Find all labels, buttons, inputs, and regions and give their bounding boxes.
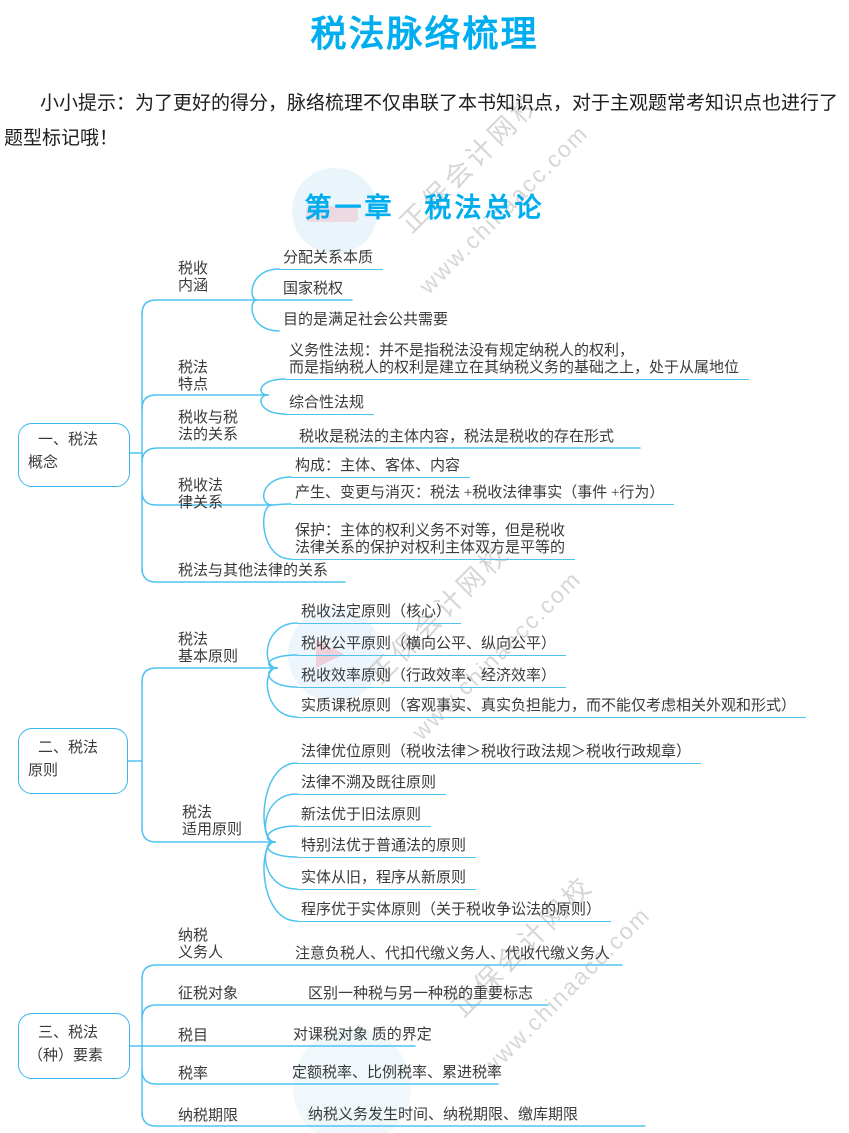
- branch-label: 税法: [178, 360, 209, 376]
- leaf-item: 税收公平原则（横向公平、纵向公平）: [297, 636, 567, 656]
- leaf-item: 义务性法规：并不是指税法没有规定纳税人的权利， 而是指纳税人的权利是建立在其纳税…: [285, 343, 750, 380]
- leaf-item: 保护：主体的权利义务不对等，但是税收 法律关系的保护对权利主体双方是平等的: [291, 523, 576, 560]
- leaf-line: 保护：主体的权利义务不对等，但是税收: [295, 523, 566, 539]
- leaf-item: 分配关系本质: [279, 250, 384, 270]
- branch-label: 税法: [182, 805, 213, 821]
- branch-label: 特点: [178, 377, 209, 393]
- node-label: 一、税法: [38, 432, 99, 448]
- leaf-item: 对课税对象 质的界定: [293, 1027, 432, 1043]
- leaf-item: 实质课税原则（客观事实、真实负担能力，而不能仅考虑相关外观和形式）: [297, 698, 807, 718]
- leaf-line: 义务性法规：并不是指税法没有规定纳税人的权利，: [289, 343, 635, 359]
- branch-label: 适用原则: [182, 822, 243, 838]
- node-label: 概念: [28, 455, 59, 471]
- leaf-item: 法律不溯及既往原则: [297, 775, 447, 795]
- leaf-item: 区别一种税与另一种税的重要标志: [308, 986, 534, 1002]
- watermark-logo-circle: [292, 168, 378, 254]
- node-tax-law-principles: [18, 728, 128, 794]
- leaf-item: 程序优于实体原则（关于税收争讼法的原则）: [297, 902, 612, 922]
- leaf-item: 实体从旧，程序从新原则: [297, 870, 477, 890]
- leaf-item: 税收是税法的主体内容，税法是税收的存在形式: [299, 429, 615, 445]
- leaf-item: 构成：主体、客体、内容: [291, 458, 471, 478]
- chapter-title: 第一章 税法总论: [304, 193, 545, 223]
- node-label: 原则: [28, 763, 59, 779]
- leaf-item: 综合性法规: [285, 395, 375, 415]
- leaf-item: 法律优位原则（税收法律＞税收行政法规＞税收行政规章）: [297, 744, 702, 764]
- watermark-logo-arrow: [316, 640, 344, 668]
- branch-label: 律关系: [178, 495, 224, 511]
- page-title: 税法脉络梳理: [310, 13, 539, 54]
- branch-label: 法的关系: [178, 427, 239, 443]
- leaf-item: 定额税率、比例税率、累进税率: [292, 1065, 503, 1081]
- branch-label: 税率: [178, 1066, 209, 1082]
- leaf-line: 法律关系的保护对权利主体双方是平等的: [295, 540, 566, 556]
- node-tax-law-concept: [18, 423, 130, 487]
- leaf-item: 新法优于旧法原则: [297, 807, 432, 827]
- leaf-line: 而是指纳税人的权利是建立在其纳税义务的基础之上，处于从属地位: [289, 360, 740, 376]
- tip-line-2: 题型标记哦！: [4, 128, 119, 149]
- branch-label: 税法与其他法律的关系: [178, 563, 329, 579]
- leaf-item: 税收效率原则（行政效率、经济效率）: [297, 668, 567, 688]
- node-label: （种）要素: [28, 1048, 104, 1064]
- node-label: 三、税法: [38, 1025, 99, 1041]
- branch-label: 内涵: [178, 278, 209, 294]
- branch-label: 税收: [178, 261, 209, 277]
- branch-label: 税目: [178, 1028, 209, 1044]
- branch-label: 纳税期限: [178, 1108, 239, 1124]
- branch-label: 义务人: [178, 945, 224, 961]
- leaf-item: 产生、变更与消灭：税法 +税收法律事实（事件 +行为）: [291, 485, 675, 505]
- branch-label: 税法: [178, 632, 209, 648]
- leaf-item: 税收法定原则（核心）: [297, 604, 462, 624]
- branch-label: 税收法: [178, 478, 224, 494]
- node-label: 二、税法: [38, 740, 99, 756]
- leaf-item: 注意负税人、代扣代缴义务人、代收代缴义务人: [295, 946, 611, 962]
- leaf-item: 目的是满足社会公共需要: [283, 312, 449, 328]
- branch-label: 纳税: [178, 928, 209, 944]
- leaf-item: 国家税权: [283, 281, 344, 297]
- watermark-logo-book: [306, 206, 358, 222]
- branch-label: 征税对象: [178, 986, 239, 1002]
- node-tax-elements: [18, 1013, 130, 1079]
- tip-line-1: 小小提示：为了更好的得分，脉络梳理不仅串联了本书知识点，对于主观题常考知识点也进…: [40, 93, 839, 114]
- leaf-item: 特别法优于普通法的原则: [297, 838, 477, 858]
- branch-label: 税收与税: [178, 410, 239, 426]
- leaf-item: 纳税义务发生时间、纳税期限、缴库期限: [308, 1107, 579, 1123]
- branch-label: 基本原则: [178, 649, 239, 665]
